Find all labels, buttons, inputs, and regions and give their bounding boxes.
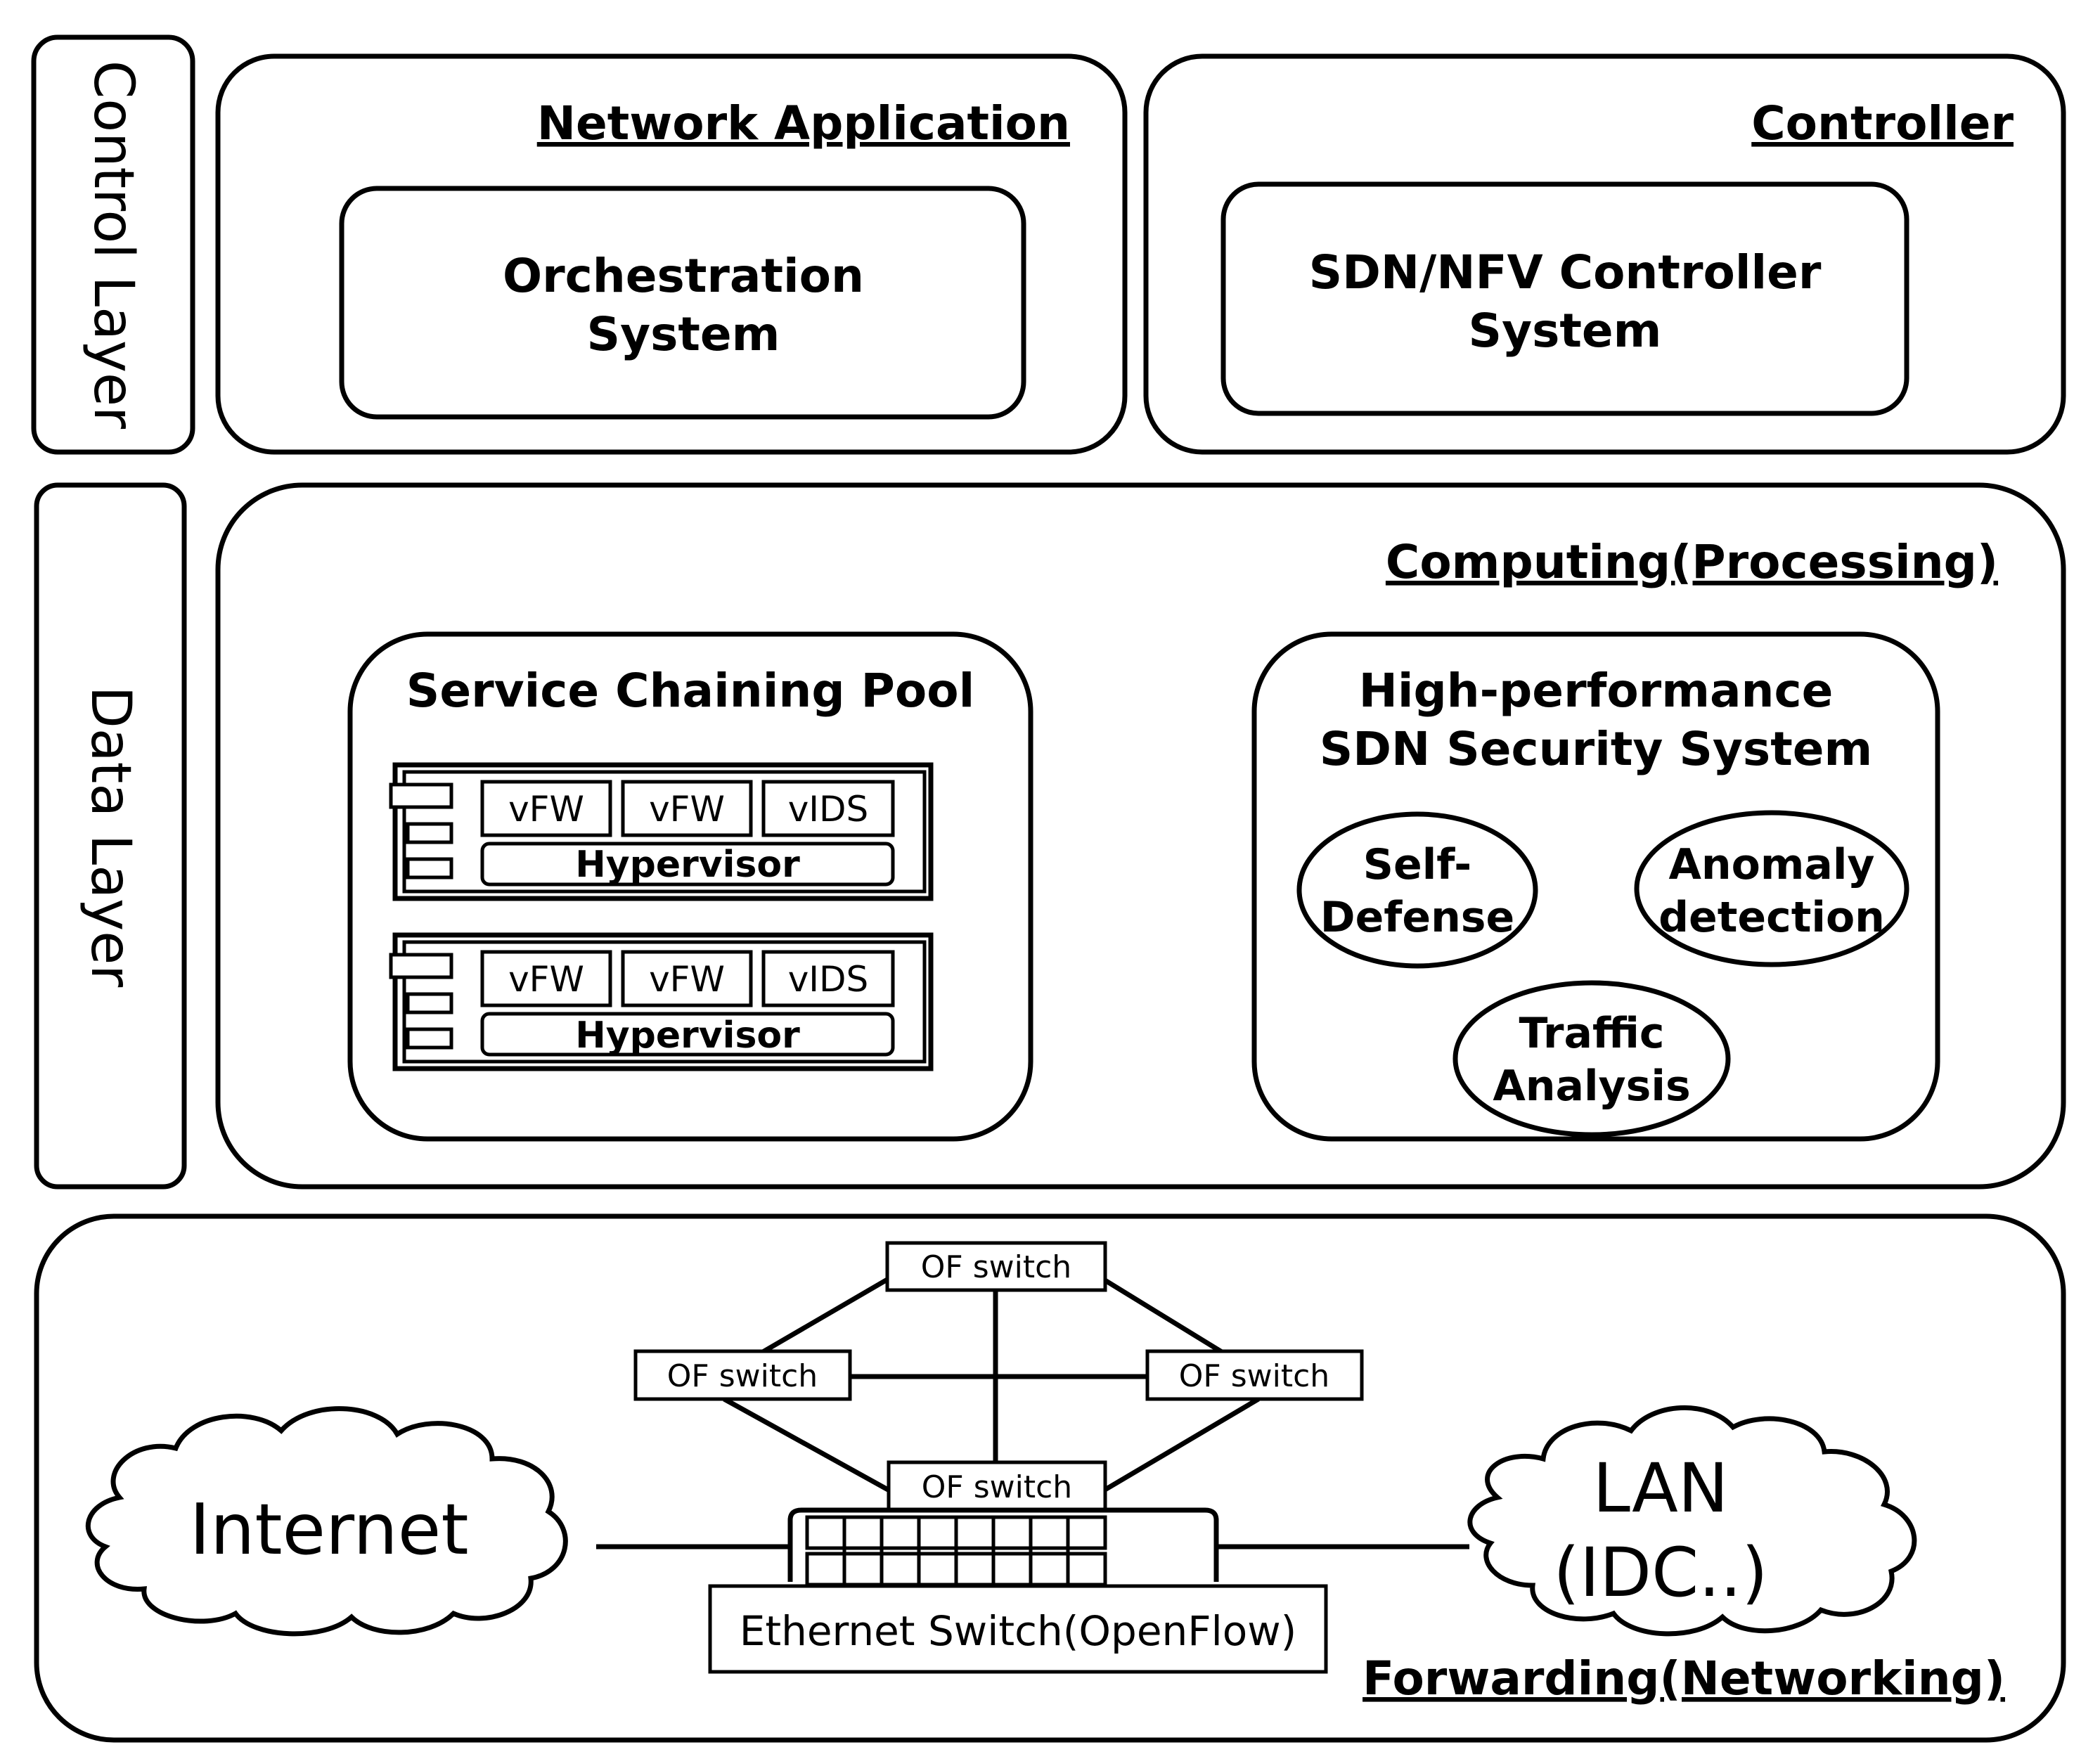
control-layer-label: Control Layer	[82, 60, 145, 430]
sdn-nfv-controller-line2: System	[1469, 304, 1662, 358]
sdn-nfv-controller-box	[1220, 181, 1909, 416]
traffic-analysis-line1: Traffic	[1519, 1009, 1665, 1058]
data-layer-label-box: Data Layer	[34, 482, 187, 1190]
hypervisor-label: Hypervisor	[575, 1014, 800, 1057]
data-layer-label: Data Layer	[79, 686, 142, 988]
sdn-nfv-controller-line1: SDN/NFV Controller	[1309, 245, 1822, 299]
anomaly-detection-line2: detection	[1658, 893, 1885, 942]
internet-cloud: Internet	[85, 1406, 568, 1637]
security-system-title-line1: High-performance	[1359, 664, 1834, 718]
orchestration-system-box	[339, 186, 1026, 420]
vm-label: vFW	[508, 789, 584, 830]
of-switch-label-bottom: OF switch	[922, 1469, 1072, 1505]
network-application-panel: Network Application Orchestration System	[215, 53, 1128, 455]
anomaly-detection-node	[1634, 810, 1909, 967]
of-switch-label-left: OF switch	[667, 1358, 818, 1394]
vm-label: vIDS	[788, 789, 869, 830]
traffic-analysis-node	[1452, 980, 1731, 1138]
forwarding-panel: OF switch OF switch OF switch OF switch …	[34, 1213, 2066, 1743]
ethernet-switch-label: Ethernet Switch(OpenFlow)	[740, 1607, 1297, 1655]
forwarding-title: Forwarding(Networking)	[1363, 1651, 2005, 1706]
ethernet-switch: Ethernet Switch(OpenFlow)	[708, 1507, 1328, 1674]
of-switch-box-left	[633, 1349, 852, 1401]
vm-box	[761, 780, 895, 837]
network-application-title: Network Application	[537, 96, 1070, 150]
of-switch-box-bottom	[887, 1460, 1107, 1512]
server-port-3	[406, 857, 453, 880]
ethernet-switch-box	[708, 1584, 1328, 1674]
security-system-title-line2: SDN Security System	[1320, 722, 1873, 776]
vm-box	[480, 780, 612, 837]
server-port-1	[389, 953, 453, 979]
server-unit-2: vFW vFW vIDS Hypervisor	[389, 932, 934, 1071]
anomaly-detection-line1: Anomaly	[1668, 840, 1874, 889]
vm-box	[761, 950, 895, 1007]
orchestration-system-line1: Orchestration	[503, 249, 864, 303]
vm-box	[480, 950, 612, 1007]
of-switch-label-right: OF switch	[1179, 1358, 1329, 1394]
vm-label: vFW	[649, 959, 725, 1000]
server-port-2	[406, 822, 453, 844]
vm-box	[621, 780, 753, 837]
internet-label: Internet	[189, 1488, 468, 1571]
switch-port-grid	[805, 1515, 1107, 1587]
computing-title: Computing(Processing)	[1386, 535, 1998, 589]
controller-panel: Controller SDN/NFV Controller System	[1143, 53, 2066, 455]
self-defense-line1: Self-	[1363, 840, 1471, 889]
server-port-1	[389, 782, 453, 809]
server-unit-1: vFW vFW vIDS Hypervisor	[389, 762, 934, 901]
security-system-box	[1251, 631, 1940, 1142]
vm-label: vFW	[508, 959, 584, 1000]
lan-label-line1: LAN	[1592, 1449, 1728, 1528]
of-switch-box-right	[1145, 1349, 1364, 1401]
controller-title: Controller	[1751, 96, 2014, 150]
lan-label-line2: (IDC..)	[1553, 1533, 1767, 1612]
self-defense-line2: Defense	[1320, 893, 1514, 942]
computing-panel: Computing(Processing) Service Chaining P…	[215, 482, 2066, 1190]
vm-label: vFW	[649, 789, 725, 830]
vm-box	[621, 950, 753, 1007]
of-switch-box-top	[885, 1241, 1107, 1292]
server-port-2	[406, 992, 453, 1014]
traffic-analysis-line2: Analysis	[1493, 1062, 1690, 1111]
control-layer-label-box: Control Layer	[31, 34, 195, 455]
vm-label: vIDS	[788, 959, 869, 1000]
lan-cloud: LAN (IDC..)	[1467, 1405, 1917, 1637]
hypervisor-bar	[480, 842, 895, 887]
server-port-3	[406, 1027, 453, 1050]
hypervisor-bar	[480, 1012, 895, 1057]
hypervisor-label: Hypervisor	[575, 844, 800, 886]
orchestration-system-line2: System	[587, 307, 780, 361]
of-switch-label-top: OF switch	[921, 1249, 1071, 1285]
service-chaining-pool-title: Service Chaining Pool	[406, 664, 974, 718]
self-defense-node	[1296, 811, 1538, 969]
